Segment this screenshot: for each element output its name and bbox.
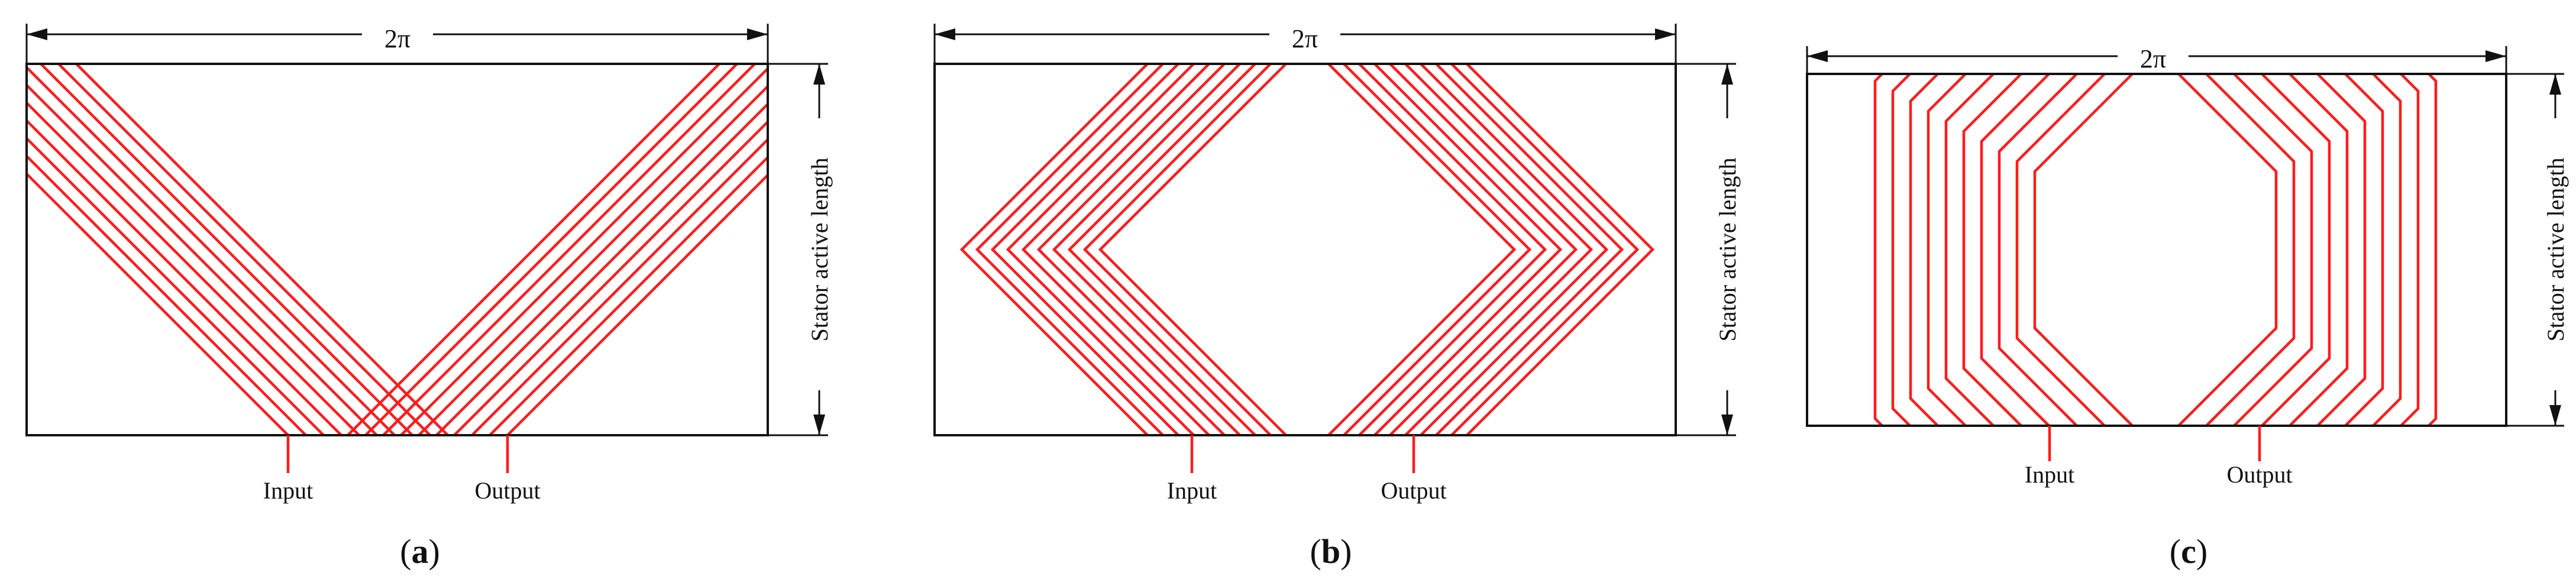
coil-conductor [1021, 64, 1210, 435]
panel-a-side-dimension: Stator active length [768, 63, 833, 436]
panel-a-input-label: Input [263, 477, 313, 504]
panel-a-side-label: Stator active length [806, 157, 833, 341]
coil-conductor [453, 119, 768, 435]
coil-conductor [1873, 73, 1883, 427]
panel-b-side-label: Stator active length [1714, 157, 1741, 341]
coil-conductor [1909, 73, 1939, 427]
coil-conductor [2233, 73, 2313, 427]
panel-c-input-label: Input [2025, 461, 2074, 488]
coil-conductor [1098, 64, 1287, 435]
panel-c-coils [1873, 73, 2438, 427]
coil-conductor [1962, 73, 2022, 427]
coil-conductor [990, 64, 1179, 435]
coil-conductor [347, 64, 720, 435]
panel-b: 2π Stator active length Input Output (b) [933, 19, 1741, 571]
coil-conductor [1389, 64, 1578, 435]
panel-a-caption: (a) [400, 532, 440, 571]
coil-conductor [364, 64, 738, 435]
panel-a-coils [27, 64, 768, 435]
coil-conductor [975, 64, 1164, 435]
coil-conductor [1006, 64, 1195, 435]
coil-conductor [1082, 64, 1272, 435]
coil-conductor [2344, 73, 2384, 427]
coil-conductor [2261, 73, 2331, 427]
panel-a-dimension: 2π [25, 19, 769, 64]
coil-conductor [2289, 73, 2349, 427]
coil-conductor [27, 171, 289, 435]
panel-c-output-label: Output [2226, 461, 2292, 488]
panel-c-caption: (c) [2170, 532, 2207, 571]
coil-conductor [1927, 73, 1967, 427]
coil-conductor [959, 64, 1149, 435]
coil-conductor [1466, 64, 1655, 435]
coil-conductor [400, 66, 768, 435]
coil-conductor [1358, 64, 1547, 435]
panel-c-dimension-label: 2π [2140, 44, 2166, 73]
coil-conductor [27, 65, 396, 435]
coil-conductor [435, 102, 768, 435]
coil-conductor [1420, 64, 1609, 435]
coil-conductor [27, 83, 378, 435]
coil-conductor [471, 137, 768, 435]
coil-conductor [40, 64, 413, 435]
panel-c-frame [1806, 73, 2507, 427]
coil-conductor [1891, 73, 1911, 427]
coil-conductor [1036, 64, 1226, 435]
coil-conductor [2400, 73, 2420, 427]
panel-b-caption: (b) [1310, 532, 1352, 571]
coil-conductor [382, 64, 756, 435]
coil-conductor [1404, 64, 1594, 435]
coil-conductor [2372, 73, 2402, 427]
panel-a-frame [25, 63, 769, 436]
coil-conductor [75, 64, 449, 435]
coil-conductor [2015, 73, 2106, 427]
coil-conductor [1435, 64, 1624, 435]
panel-b-output-label: Output [1381, 477, 1446, 504]
coil-conductor [27, 154, 307, 435]
coil-conductor [1450, 64, 1640, 435]
coil-conductor [2205, 73, 2296, 427]
coil-conductor [1052, 64, 1241, 435]
coil-conductor [1343, 64, 1532, 435]
panel-b-dimension-label: 2π [1292, 24, 1318, 53]
coil-conductor [506, 173, 768, 435]
coil-conductor [1067, 64, 1256, 435]
coil-conductor [27, 101, 360, 435]
coil-conductor [489, 155, 768, 435]
panel-b-coils [959, 64, 1655, 435]
coil-conductor [418, 84, 768, 435]
panel-b-input-label: Input [1167, 477, 1217, 504]
coil-conductor [1944, 73, 1995, 427]
panel-a-output-label: Output [474, 477, 540, 504]
coil-conductor [2033, 73, 2134, 427]
panel-c-side-dimension: Stator active length [2506, 73, 2569, 427]
coil-conductor [1980, 73, 2050, 427]
panel-b-frame [933, 63, 1677, 436]
panel-a: 2π Stator active length Input Output (a) [25, 19, 833, 571]
coil-conductor [57, 64, 431, 435]
panel-b-side-dimension: Stator active length [1676, 63, 1741, 436]
coil-conductor [2428, 73, 2438, 427]
panel-b-dimension: 2π [933, 19, 1677, 64]
panel-c: 2π Stator active length Input Output (c) [1806, 41, 2569, 571]
coil-conductor [27, 136, 325, 435]
panel-c-dimension: 2π [1806, 41, 2507, 74]
coil-conductor [2316, 73, 2367, 427]
coil-conductor [1998, 73, 2078, 427]
panel-a-dimension-label: 2π [384, 24, 411, 53]
panel-c-side-label: Stator active length [2542, 157, 2569, 341]
coil-conductor [27, 118, 342, 435]
coil-conductor [1327, 64, 1517, 435]
coil-conductor [1373, 64, 1563, 435]
coil-conductor [2177, 73, 2278, 427]
